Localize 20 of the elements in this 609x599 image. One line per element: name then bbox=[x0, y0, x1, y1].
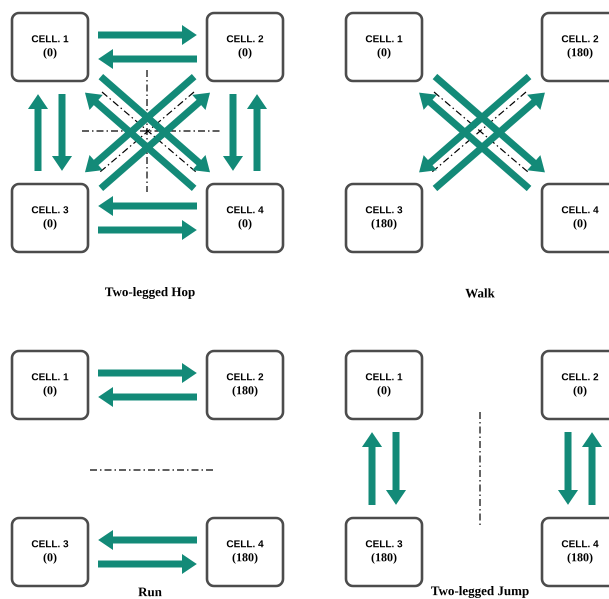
cell-box: CELL. 1 (0) bbox=[344, 12, 424, 82]
cell-box: CELL. 1 (0) bbox=[10, 350, 90, 420]
cell-box: CELL. 2 (180) bbox=[206, 350, 284, 420]
cell-box: CELL. 3 (180) bbox=[344, 182, 424, 254]
cell-box: CELL. 4 (180) bbox=[540, 516, 609, 588]
cell-box: CELL. 4 (180) bbox=[206, 516, 284, 588]
cell-box: CELL. 2 (0) bbox=[540, 350, 609, 420]
cell-box: CELL. 4 (0) bbox=[206, 182, 284, 254]
cell-box: CELL. 3 (180) bbox=[344, 516, 424, 588]
panel-caption: Run bbox=[138, 588, 162, 596]
cell-box: CELL. 4 (0) bbox=[540, 182, 609, 254]
cell-box: CELL. 2 (180) bbox=[540, 12, 609, 82]
cell-box: CELL. 2 (0) bbox=[206, 12, 284, 82]
cell-box: CELL. 3 (0) bbox=[10, 516, 90, 588]
cell-box: CELL. 3 (0) bbox=[10, 182, 90, 254]
panel-caption: Two-legged Jump bbox=[431, 586, 529, 598]
cell-box: CELL. 1 (0) bbox=[344, 350, 424, 420]
panel-caption: Two-legged Hop bbox=[105, 287, 195, 299]
panel-caption: Walk bbox=[465, 288, 495, 298]
cell-box: CELL. 1 (0) bbox=[10, 12, 90, 82]
